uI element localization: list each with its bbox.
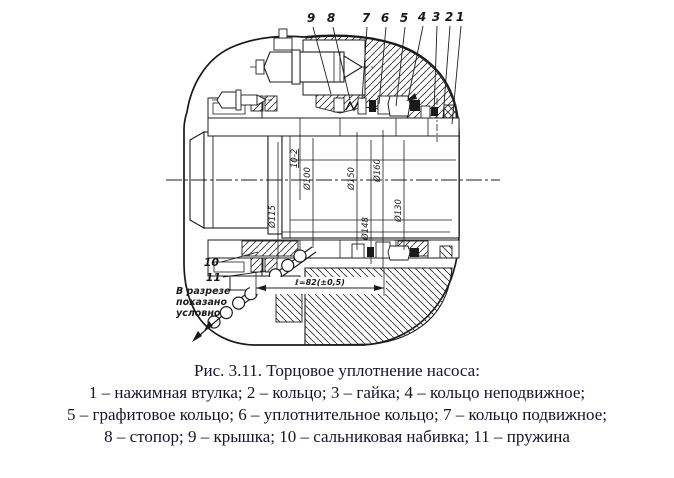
callout-10: 10 — [204, 256, 220, 269]
caption-line-3: 8 – стопор; 9 – крышка; 10 – сальниковая… — [104, 427, 570, 446]
callout-7: 7 — [362, 11, 371, 25]
dim-d160: Ø160 — [372, 159, 383, 183]
packing-square-2 — [264, 95, 278, 112]
conventional-section-note: В разрезе показано условно — [176, 286, 231, 319]
o-ring-black-5 — [410, 248, 419, 257]
rotating-ring — [387, 95, 411, 117]
stud-washer — [291, 49, 301, 85]
callout-9: 9 — [307, 11, 315, 25]
o-ring-black-1 — [369, 100, 376, 112]
callout-2: 2 — [445, 10, 453, 24]
o-ring-black-4 — [367, 247, 374, 257]
note-line-1: В разрезе — [176, 286, 231, 297]
o-ring-black-2 — [410, 100, 420, 111]
caption-title: Рис. 3.11. Торцовое уплотнение насоса: — [194, 361, 480, 380]
caption-line-1: 1 – нажимная втулка; 2 – кольцо; 3 – гай… — [88, 383, 586, 402]
length-dimension: ℓ=82(±0,5) — [250, 268, 386, 296]
dim-arrow-left — [256, 285, 266, 291]
caption-line-2: 5 – графитовое кольцо; 6 – уплотнительно… — [67, 405, 607, 424]
top-stud-and-bolts — [212, 28, 374, 111]
callout-4: 4 — [417, 10, 426, 24]
dim-d130: Ø130 — [393, 199, 404, 223]
spring-arrowhead-2 — [204, 321, 213, 331]
callout-8: 8 — [327, 11, 335, 25]
o-ring-black-3 — [431, 107, 438, 116]
callout-6: 6 — [381, 11, 389, 25]
dim-d100: Ø100 — [302, 167, 313, 191]
dim-10-2: 10-2 — [290, 149, 300, 168]
packing-square-3 — [250, 257, 264, 273]
bolt-hex-head — [263, 51, 293, 83]
dim-d115: Ø115 — [267, 205, 278, 229]
callout-4-arrowhead — [406, 93, 417, 101]
dim-d148: Ø148 — [360, 216, 371, 241]
left-callouts — [220, 251, 267, 278]
dim-arrow-right — [374, 285, 384, 291]
note-line-3: условно — [176, 308, 221, 319]
nut-hatch — [443, 104, 457, 119]
lower-small-hatched-block — [275, 291, 303, 323]
callout-5: 5 — [400, 11, 408, 25]
stud-cone-tip — [343, 55, 364, 79]
stud-cylinder — [299, 51, 345, 83]
callout-11: 11 — [206, 271, 221, 284]
dim-d150: Ø150 — [346, 167, 357, 191]
seal-stack-upper — [333, 95, 457, 142]
callout-3: 3 — [432, 10, 440, 24]
length-dim-text: ℓ=82(±0,5) — [294, 278, 345, 287]
note-line-2: показано — [176, 297, 227, 308]
spring-arrowhead-1 — [192, 331, 202, 342]
diameter-dimensions: Ø115 10-2 Ø100 Ø150 Ø148 Ø160 Ø130 — [267, 130, 405, 268]
pump-seal-cross-section-drawing: 9 8 7 6 5 4 3 2 1 10 11 В разрезе показа… — [166, 10, 500, 346]
bolt2-hex-head — [216, 91, 237, 109]
figure-caption: Рис. 3.11. Торцовое уплотнение насоса: 1… — [0, 360, 674, 448]
small-top-nut — [273, 37, 293, 51]
top-callouts — [312, 25, 462, 125]
callout-1: 1 — [456, 10, 464, 24]
